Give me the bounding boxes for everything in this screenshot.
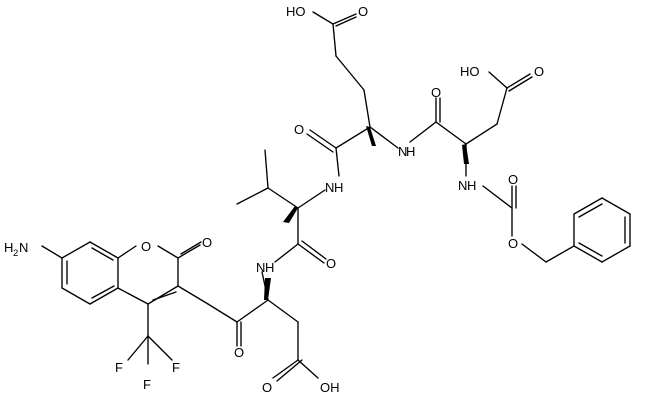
label-n-cbz: N: [458, 178, 467, 193]
label-h-val-glu: H: [334, 180, 343, 195]
label-h-glu-asp: H: [406, 144, 415, 159]
label-h2n-sub: 2: [13, 248, 18, 259]
label-o-asp-top: O: [534, 64, 544, 79]
label-h2n-n: N: [19, 240, 28, 255]
label-o-cooh-bottom: O: [262, 380, 272, 395]
label-o-cbz-ester: O: [508, 236, 518, 251]
label-f3: F: [172, 360, 180, 375]
label-oh-bottom: OH: [320, 380, 340, 395]
stereo-bonds: [264, 126, 469, 300]
label-ho-top: HO: [286, 4, 306, 19]
val-alpha-hash: [283, 206, 298, 223]
label-o-cbz-carbonyl: O: [508, 172, 518, 187]
label-o-ring: O: [141, 239, 151, 254]
label-o-ketone: O: [234, 345, 244, 360]
label-h2n-h: H: [4, 240, 13, 255]
bonds: [41, 11, 631, 382]
label-f1: F: [115, 360, 123, 375]
label-o-glu-carbonyl: O: [294, 122, 304, 137]
asp-bottom-wedge: [264, 278, 271, 300]
atom-labels: HO O HO O O N H O N H N H O O N H O H 2 …: [4, 4, 544, 395]
glu-alpha-hash: [366, 126, 376, 146]
label-o-asp-carbonyl: O: [431, 85, 441, 100]
label-h-cbz: H: [467, 178, 476, 193]
label-n-glu-asp: N: [398, 144, 407, 159]
label-h-asp-val: H: [265, 260, 274, 275]
label-n-asp-val: N: [256, 260, 265, 275]
label-f2: F: [143, 377, 151, 392]
label-n-val-glu: N: [325, 180, 334, 195]
label-o-top: O: [358, 4, 368, 19]
label-o-val-carbonyl: O: [326, 256, 336, 271]
label-o-lactone: O: [202, 235, 212, 250]
label-ho-asp-top: HO: [460, 64, 480, 79]
asp-alpha-hash: [462, 144, 469, 164]
